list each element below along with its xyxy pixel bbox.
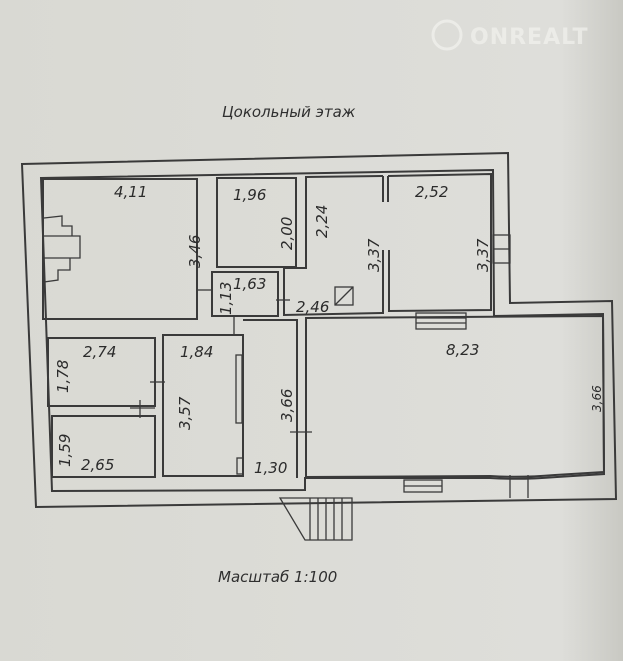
dim-274-w: 2,74 [83,343,116,361]
svg-text:ONREALT: ONREALT [470,25,589,50]
dim-utility-h2: 3,37 [365,238,383,272]
watermark-logo: ONREALT [431,19,589,51]
room-big [305,314,606,479]
steps-inner [403,234,529,498]
wardrobe [235,354,243,424]
vent-icon [236,457,244,475]
dim-corridor-h: 3,66 [278,389,296,422]
room-274 [47,337,156,407]
dim-252-h: 3,37 [474,238,492,272]
dim-utility-h: 2,24 [313,205,331,238]
dim-stair-h: 3,46 [186,235,204,268]
plan-title: Цокольный этаж [222,103,356,121]
dim-big-w: 8,23 [446,341,479,359]
dim-stair-w: 4,11 [114,183,147,201]
dim-252-w: 2,52 [415,183,448,201]
room-265 [51,415,156,478]
dim-265-w: 2,65 [81,456,114,474]
entrance-steps [278,497,353,541]
outer-wall [20,151,618,509]
corridor [243,319,298,478]
scale-label: Масштаб 1:100 [218,568,337,586]
room-utility [283,175,384,317]
hall-small [211,271,279,317]
dim-hall-w: 1,63 [233,275,266,293]
dim-265-h: 1,59 [56,434,74,467]
door-ticks [130,289,312,433]
room-184 [162,334,244,477]
boiler-icon [334,286,354,306]
dim-hall-h: 1,13 [217,282,235,315]
room-stair [42,178,198,320]
dim-corridor-w: 1,30 [254,459,287,477]
dim-big-h: 3,66 [590,385,604,412]
dim-184-w: 1,84 [180,343,213,361]
stairs-icon [43,215,81,283]
dim-274-h: 1,78 [54,360,72,393]
room-252 [387,172,492,313]
boiler-diagonal [334,286,354,306]
dim-bath-h: 2,00 [278,217,296,250]
dim-utility-w: 2,46 [296,298,329,316]
dim-184-h: 3,57 [176,396,194,430]
room-bath [216,177,297,268]
dim-bath-w: 1,96 [233,186,266,204]
